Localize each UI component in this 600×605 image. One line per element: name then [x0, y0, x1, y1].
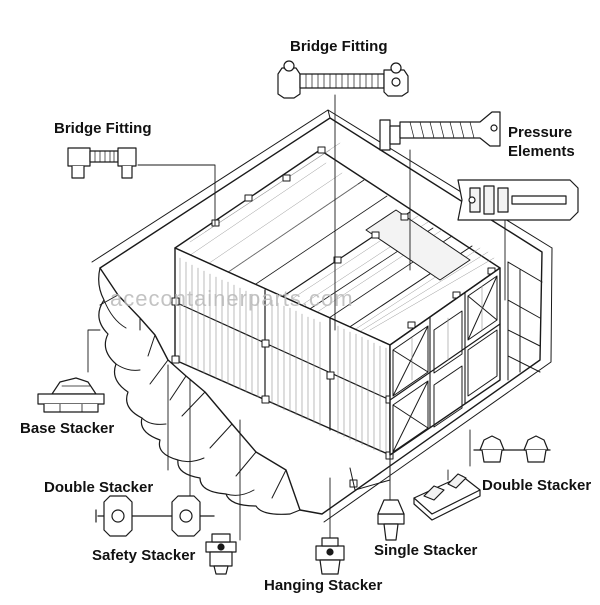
label-double-stacker-right: Double Stacker	[482, 477, 592, 494]
pressure-element-icon	[379, 111, 501, 151]
bridge-fitting-icon	[277, 60, 409, 99]
double-stacker-icon	[413, 473, 481, 521]
label-pressure-elements-line2: Elements	[508, 143, 575, 160]
safety-stacker-icon	[205, 533, 237, 575]
label-pressure-elements-line1: Pressure	[508, 124, 573, 141]
pressure-element-icon	[457, 179, 579, 221]
container-stack-right-face	[389, 267, 501, 456]
double-stacker-icon	[95, 495, 215, 537]
label-base-stacker: Base Stacker	[20, 420, 115, 437]
single-stacker-icon	[377, 499, 405, 541]
label-double-stacker-left: Double Stacker	[44, 479, 154, 496]
label-hanging-stacker: Hanging Stacker	[264, 577, 383, 594]
hanging-stacker-icon	[315, 537, 345, 575]
container-stack-left-face	[171, 247, 394, 491]
label-single-stacker: Single Stacker	[374, 542, 478, 559]
watermark: acecontainerparts.com	[110, 286, 354, 311]
base-stacker-icon	[37, 377, 105, 413]
label-bridge-fitting-left: Bridge Fitting	[54, 120, 152, 137]
bridge-fitting-icon	[67, 147, 137, 179]
container-stack-top	[174, 142, 501, 346]
double-stacker-icon	[473, 435, 551, 463]
label-bridge-fitting-top: Bridge Fitting	[290, 38, 388, 55]
label-safety-stacker: Safety Stacker	[92, 547, 196, 564]
